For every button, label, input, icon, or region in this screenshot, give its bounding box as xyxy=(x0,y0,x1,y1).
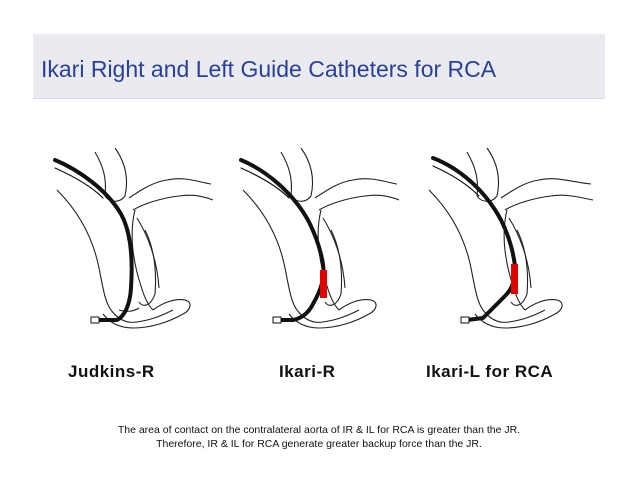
catheter-figure xyxy=(33,138,605,344)
catheter-ikari-l xyxy=(431,156,517,324)
panel-judkins-r-drawing xyxy=(53,147,214,329)
catheter-judkins-r xyxy=(53,158,134,324)
caption-line-2: Therefore, IR & IL for RCA generate grea… xyxy=(156,438,482,450)
panel-ikari-r-drawing xyxy=(239,147,400,329)
contact-marker xyxy=(320,270,327,298)
panel-ikari-l-drawing xyxy=(428,147,594,329)
catheter-diagrams-svg xyxy=(53,147,594,329)
caption-line-1: The area of contact on the contralateral… xyxy=(117,424,521,436)
contact-marker xyxy=(511,264,518,294)
aorta-outline xyxy=(428,147,594,329)
panel-label-ikari-r: Ikari-R xyxy=(279,362,336,381)
panel-label-ikari-l: Ikari-L for RCA xyxy=(426,362,554,381)
panel-label-judkins-r: Judkins-R xyxy=(68,362,155,381)
slide-title: Ikari Right and Left Guide Catheters for… xyxy=(41,56,497,82)
title-band xyxy=(33,34,605,99)
aorta-outline xyxy=(56,147,214,329)
catheter-ikari-r xyxy=(239,158,326,324)
